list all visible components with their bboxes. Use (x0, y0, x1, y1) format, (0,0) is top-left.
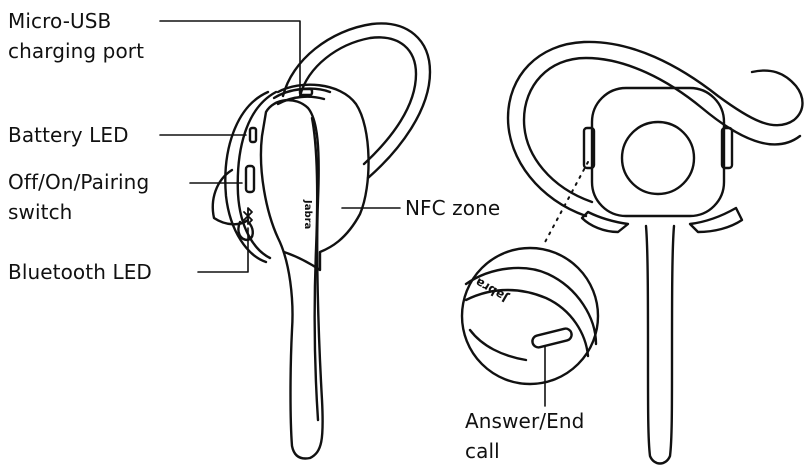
inset-dotted-leader (543, 161, 589, 245)
micro-usb-label-line2: charging port (8, 39, 145, 63)
answer-end-button (531, 327, 573, 349)
answer-end-call-label: Answer/End call (465, 406, 584, 466)
left-main-body (276, 83, 370, 272)
pairing-switch (244, 164, 256, 194)
right-headset (506, 40, 804, 465)
nfc-zone-label: NFC zone (405, 196, 501, 220)
usb-leader (159, 20, 301, 89)
battery-led-label: Battery LED (8, 123, 129, 147)
pairing-switch-label-line1: Off/On/Pairing (8, 170, 150, 194)
answer-end-call-label-line1: Answer/End (465, 409, 585, 433)
left-ear-hook-inner (298, 36, 418, 166)
pairing-switch-label-line2: switch (8, 200, 73, 224)
right-earbud-body (590, 86, 726, 218)
left-boom (259, 99, 324, 460)
leader-lines (159, 20, 546, 407)
left-headset (211, 22, 432, 460)
bluetooth-led-label: Bluetooth LED (8, 260, 152, 284)
bluetooth-led-symbol (243, 207, 253, 225)
micro-usb-label-line1: Micro-USB (8, 9, 112, 33)
answer-end-call-label-line2: call (465, 439, 500, 463)
brand-logo-text: Jabra (302, 200, 313, 230)
right-boom (644, 224, 676, 465)
left-ear-hook (281, 22, 432, 180)
inset-circle (460, 246, 600, 386)
bluetooth-leader (197, 227, 249, 273)
speaker-outer (620, 120, 696, 196)
micro-usb-label: Micro-USB charging port (8, 6, 144, 66)
pairing-switch-label: Off/On/Pairing switch (8, 167, 149, 227)
right-ear-hook (506, 40, 804, 218)
detail-inset (460, 161, 600, 386)
battery-led (248, 126, 258, 144)
